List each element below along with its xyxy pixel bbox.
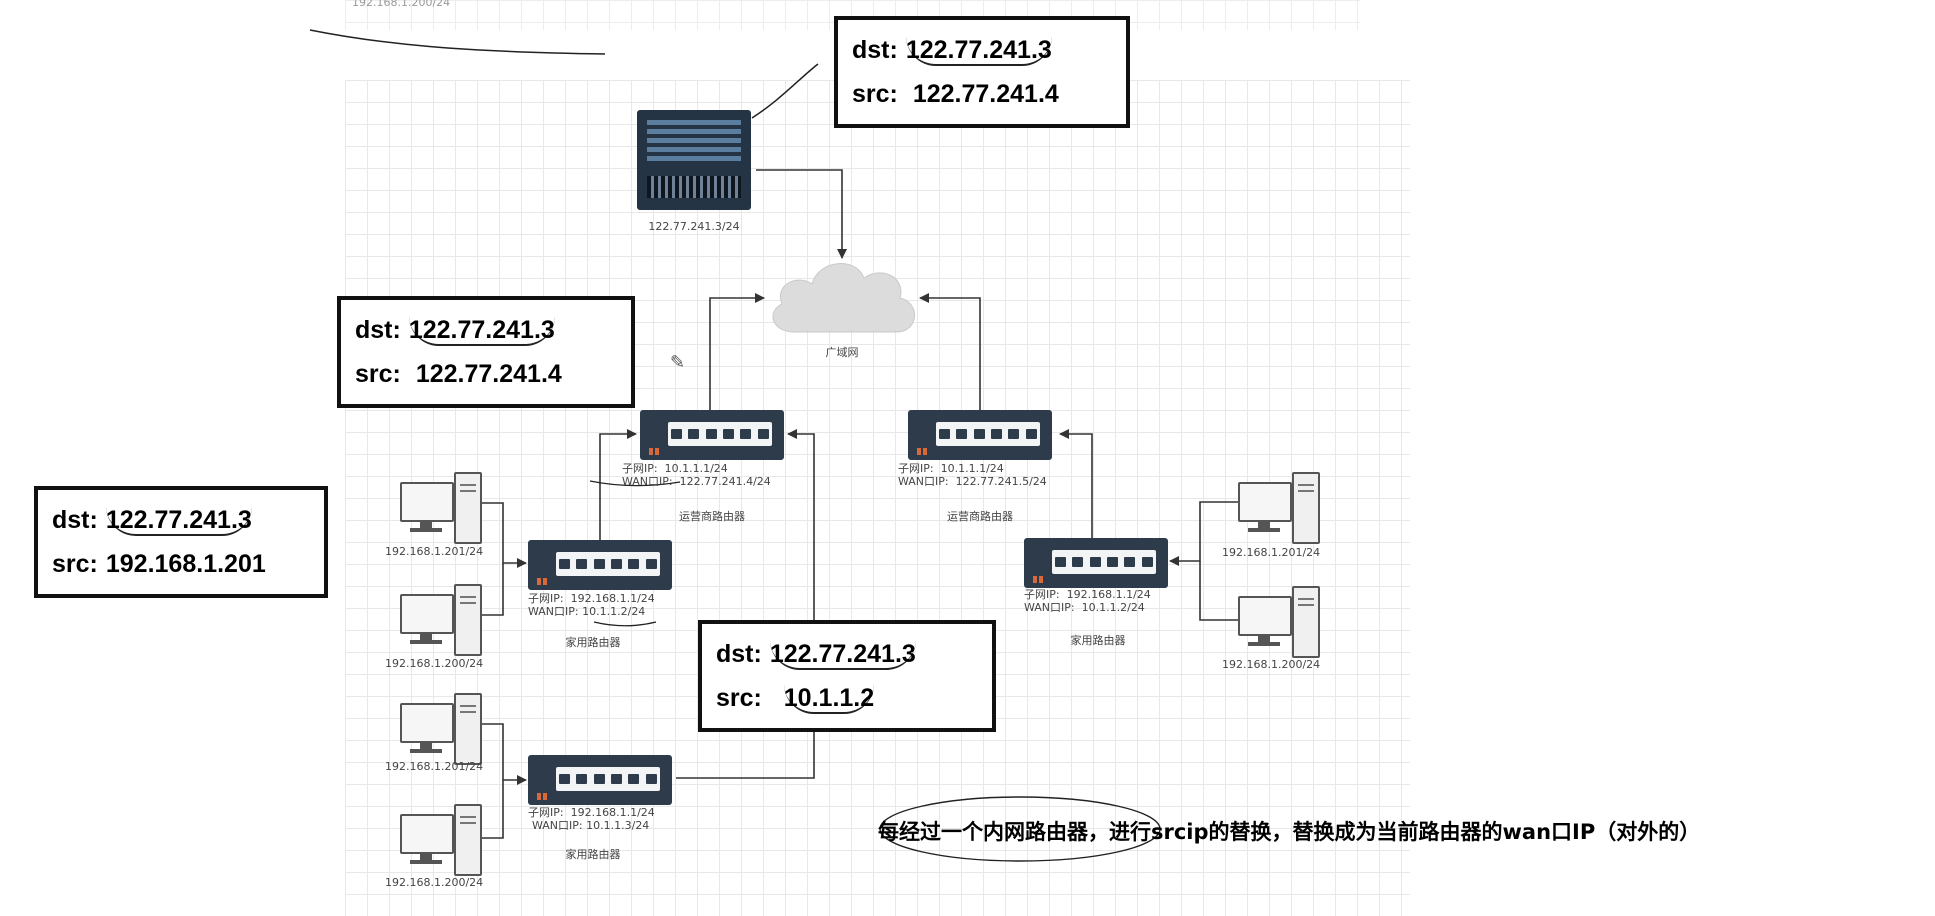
pen-underline-isp1-wan <box>589 480 681 487</box>
wire-pc6-home3 <box>1199 561 1238 621</box>
home-router-icon <box>1024 538 1168 588</box>
pc-5-ip: 192.168.1.201/24 <box>1222 546 1321 559</box>
wire-home2-isp1 <box>676 429 815 779</box>
pen-stroke-server-box <box>751 63 819 119</box>
wire-pc3-home2 <box>478 723 527 785</box>
server-icon <box>637 110 751 210</box>
pc-icon <box>400 472 482 544</box>
pen-circle-note <box>879 796 1161 862</box>
pc-3-ip: 192.168.1.201/24 <box>385 760 484 773</box>
isp-router-2-name: 运营商路由器 <box>947 510 1013 523</box>
home-router-2-name: 家用路由器 <box>565 848 621 861</box>
isp-router-icon <box>908 410 1052 460</box>
canvas-grid <box>345 80 1410 916</box>
wire-isp2-cloud <box>919 293 981 410</box>
home-router-3-subnet: 子网IP: 192.168.1.1/24 <box>1024 588 1151 601</box>
pc-icon <box>1238 472 1320 544</box>
pc-6-ip: 192.168.1.200/24 <box>1222 658 1321 671</box>
wire-home1-isp1 <box>599 429 637 540</box>
home-router-2-wan: WAN口IP: 10.1.1.3/24 <box>532 819 650 832</box>
isp-router-1-subnet: 子网IP: 10.1.1.1/24 <box>622 462 728 475</box>
wire-isp1-cloud <box>709 293 765 410</box>
home-router-1-subnet: 子网IP: 192.168.1.1/24 <box>528 592 655 605</box>
packet-box-server: dst:122.77.241.3 src: 122.77.241.4 <box>834 16 1130 128</box>
isp-router-icon <box>640 410 784 460</box>
wire-pc5-home3 <box>1169 501 1238 566</box>
home-router-3-wan: WAN口IP: 10.1.1.2/24 <box>1024 601 1145 614</box>
home-router-1-wan: WAN口IP: 10.1.1.2/24 <box>528 605 646 618</box>
home-router-icon <box>528 540 672 590</box>
pc-1-ip: 192.168.1.201/24 <box>385 545 484 558</box>
cloud-icon <box>772 263 915 333</box>
isp-router-1-wan: WAN口IP: 122.77.241.4/24 <box>622 475 771 488</box>
packet-box-isp: dst:122.77.241.3 src: 122.77.241.4 <box>337 296 635 408</box>
home-router-2-subnet: 子网IP: 192.168.1.1/24 <box>528 806 655 819</box>
top-faded-label: 192.168.1.200/24 <box>352 0 451 9</box>
pc-icon <box>400 804 482 876</box>
pc-2-ip: 192.168.1.200/24 <box>385 657 484 670</box>
isp-router-1-name: 运营商路由器 <box>679 510 745 523</box>
wire-home3-isp2 <box>1059 429 1093 540</box>
home-router-icon <box>528 755 672 805</box>
home-router-3-name: 家用路由器 <box>1070 634 1126 647</box>
wire-pc4-home2 <box>478 780 504 839</box>
pencil-cursor-icon: ✎ <box>670 352 686 373</box>
pen-stroke-top-left <box>309 29 606 55</box>
pc-icon <box>1238 586 1320 658</box>
home-router-1-name: 家用路由器 <box>565 636 621 649</box>
wire-pc1-home1 <box>478 502 527 568</box>
cloud-label: 广域网 <box>825 346 859 359</box>
wire-pc2-home1 <box>478 563 504 616</box>
pc-icon <box>400 584 482 656</box>
isp-router-2-subnet: 子网IP: 10.1.1.1/24 <box>898 462 1004 475</box>
isp-router-2-wan: WAN口IP: 122.77.241.5/24 <box>898 475 1047 488</box>
pc-icon <box>400 693 482 765</box>
packet-box-home-router: dst:122.77.241.3 src: 10.1.1.2 <box>698 620 996 732</box>
pen-underline-home1-wan <box>593 621 657 627</box>
wire-server-cloud <box>756 169 847 259</box>
server-ip-label: 122.77.241.3/24 <box>648 220 740 233</box>
pc-4-ip: 192.168.1.200/24 <box>385 876 484 889</box>
packet-box-pc: dst:122.77.241.3 src:192.168.1.201 <box>34 486 328 598</box>
explanation-note: 每经过一个内网路由器，进行srcip的替换，替换成为当前路由器的wan口IP（对… <box>878 820 1701 844</box>
